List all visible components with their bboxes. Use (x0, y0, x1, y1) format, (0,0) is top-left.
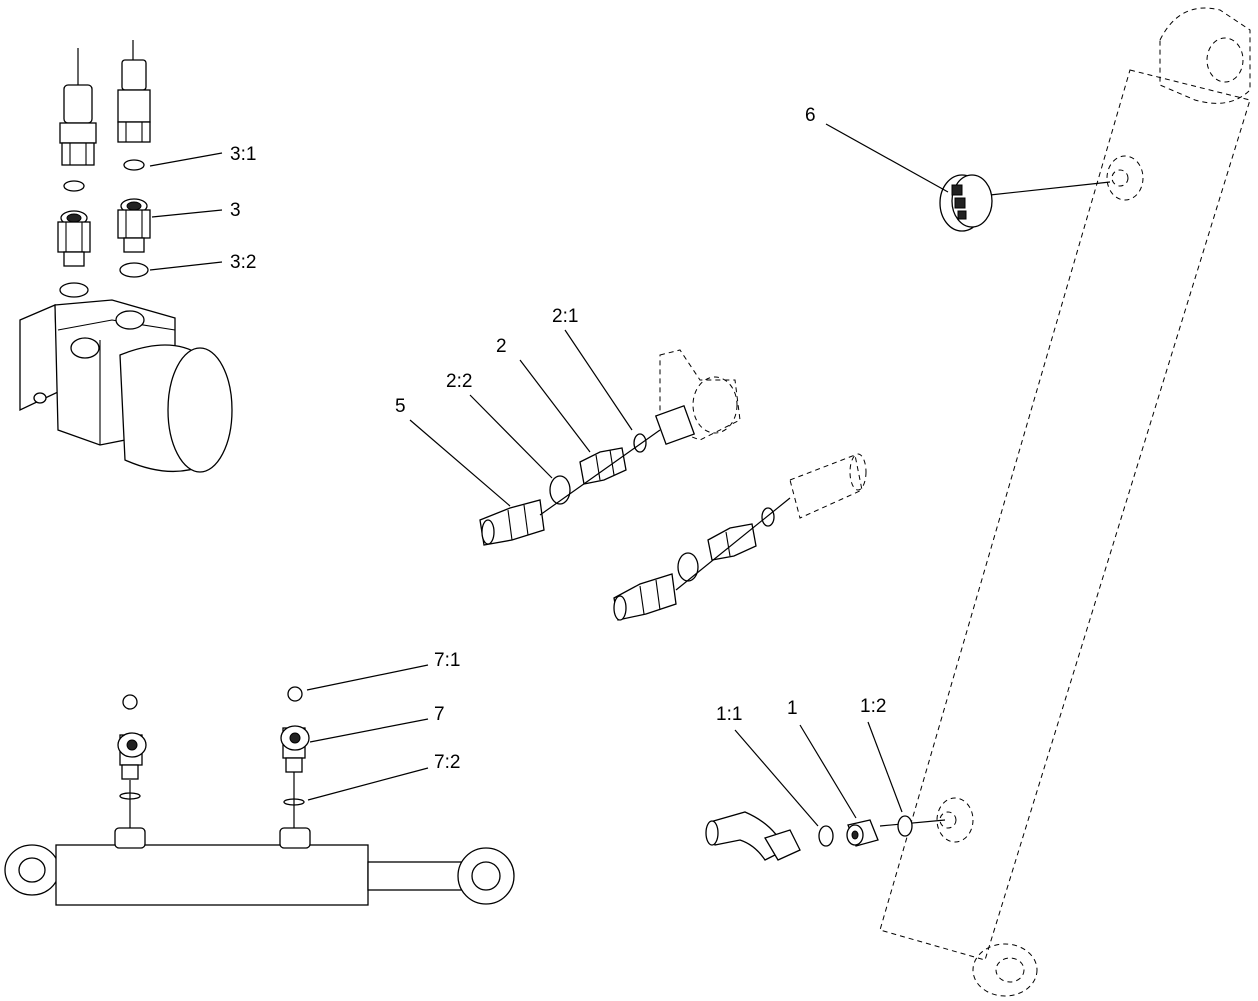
fitting-3-left (57, 210, 91, 267)
o-ring-1-2 (897, 815, 913, 837)
leader-3-2 (149, 261, 223, 271)
leader-5 (409, 419, 511, 507)
small-cylinder (4, 827, 515, 906)
leader-7-1 (306, 664, 429, 691)
small-cylinder-assembly (4, 686, 515, 906)
callout-7-1: 7:1 (434, 650, 460, 671)
callout-5: 5 (395, 396, 406, 417)
callout-2-2: 2:2 (446, 371, 472, 392)
hose-end-right (117, 40, 151, 143)
callout-3: 3 (230, 200, 241, 221)
o-ring-1-1 (818, 825, 834, 847)
elbow-fitting-left (117, 732, 147, 800)
lower-port-assembly (705, 811, 913, 861)
fitting-3 (117, 198, 151, 253)
leader-3-1 (149, 152, 223, 167)
leader-7 (309, 718, 429, 743)
callout-2-1: 2:1 (552, 306, 578, 327)
callout-3-1: 3:1 (230, 144, 256, 165)
callout-7: 7 (434, 704, 445, 725)
leader-1 (799, 724, 857, 819)
callout-1-1: 1:1 (716, 704, 742, 725)
leader-2-2 (469, 394, 553, 479)
valve-unit-assembly (19, 40, 233, 473)
hose-elbow (705, 811, 801, 861)
callout-1: 1 (787, 698, 798, 719)
elbow-fitting-7 (280, 725, 310, 806)
o-ring-7-1-left (122, 694, 138, 710)
leader-1-2 (867, 721, 903, 813)
fitting-1 (846, 819, 879, 847)
leader-1-1 (734, 729, 819, 827)
o-ring-2-2 (549, 475, 571, 505)
leader-2-1 (564, 329, 633, 431)
fitting-2 (579, 447, 627, 485)
o-ring-3-1 (123, 159, 145, 171)
leader-7-2 (307, 767, 429, 801)
hydraulic-motor (119, 344, 233, 473)
o-ring-3-1-left (63, 180, 85, 192)
o-ring-3-2 (119, 262, 149, 278)
o-ring-7-1 (287, 686, 303, 702)
callout-3-2: 3:2 (230, 252, 256, 273)
callout-7-2: 7:2 (434, 752, 460, 773)
cap-6 (939, 174, 993, 232)
hose-end-left (59, 48, 97, 166)
callout-6: 6 (805, 105, 816, 126)
leader-3 (151, 209, 223, 218)
leader-6 (825, 123, 949, 193)
callout-2: 2 (496, 336, 507, 357)
o-ring-2-1 (633, 433, 647, 453)
callout-1-2: 1:2 (860, 696, 886, 717)
coupler-5 (479, 499, 545, 546)
leader-2 (519, 359, 591, 453)
coupler-assembly-upper (479, 349, 741, 546)
coupler-assembly-lower (613, 453, 867, 621)
hydraulic-cylinder-phantom (879, 7, 1251, 997)
o-ring-3-2-left (59, 282, 89, 298)
